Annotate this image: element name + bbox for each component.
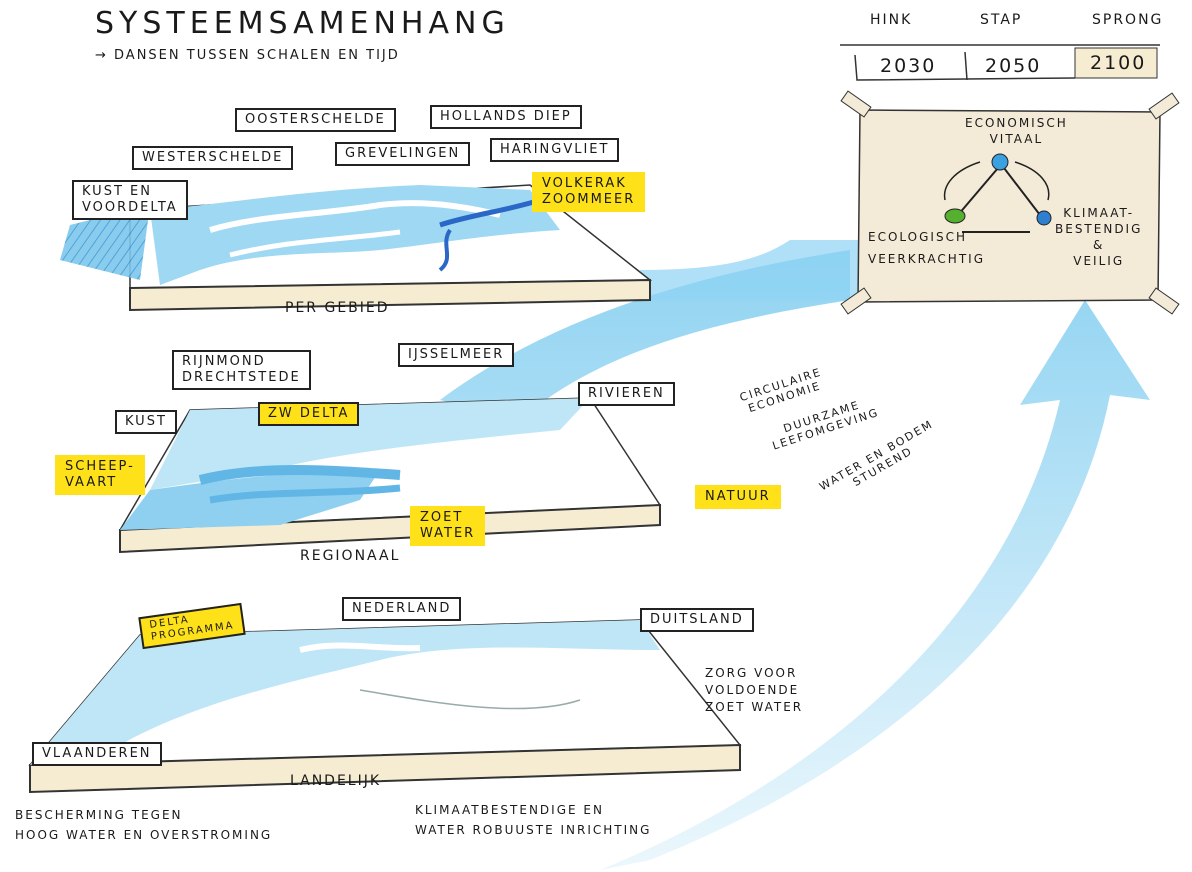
timeline-label-hink: HINK (870, 12, 913, 28)
timeline-label-sprong: SPRONG (1092, 12, 1164, 28)
label-kust: KUST (115, 410, 177, 434)
arrow-stem-to-card (640, 240, 860, 300)
national-map (28, 619, 742, 794)
timeline-year-2030: 2030 (880, 55, 937, 77)
progression-arrow (440, 250, 1150, 870)
base-label-regionaal: REGIONAAL (300, 548, 401, 564)
label-duitsland: DUITSLAND (640, 608, 754, 632)
note-zoet-water: ZORG VOOR VOLDOENDE ZOET WATER (705, 666, 804, 714)
label-ijsselmeer: IJSSELMEER (398, 343, 515, 367)
base-label-landelijk: LANDELIJK (290, 773, 382, 789)
label-hollands-diep: HOLLANDS DIEP (430, 105, 582, 129)
label-rijnmond-drechtstede: RIJNMOND DRECHTSTEDE (172, 350, 311, 390)
label-westerschelde: WESTERSCHELDE (132, 146, 294, 170)
label-zw-delta: ZW DELTA (258, 402, 360, 426)
label-haringvliet: HARINGVLIET (490, 138, 620, 162)
goal-economisch-vitaal: ECONOMISCH VITAAL (965, 116, 1068, 146)
label-rivieren: RIVIEREN (578, 382, 675, 406)
goal-ecologisch-veerkrachtig: ECOLOGISCH VEERKRACHTIG (868, 230, 985, 266)
footer-inrichting: KLIMAATBESTENDIGE EN WATER ROBUUSTE INRI… (415, 803, 652, 837)
label-oosterschelde: OOSTERSCHELDE (235, 108, 396, 132)
page-title: SYSTEEMSAMENHANG (95, 6, 510, 41)
regional-map (118, 397, 662, 554)
timeline-label-stap: STAP (980, 12, 1023, 28)
label-kust-voordelta: KUST EN VOORDELTA (72, 180, 188, 220)
page-subtitle: → DANSEN TUSSEN SCHALEN EN TIJD (95, 48, 400, 63)
label-zoet-water: ZOET WATER (410, 506, 486, 546)
area-map (60, 184, 653, 312)
goal-klimaatbestendig-veilig: KLIMAAT- BESTENDIG & VEILIG (1055, 206, 1143, 268)
footer-bescherming: BESCHERMING TEGEN HOOG WATER EN OVERSTRO… (15, 808, 273, 842)
base-label-per-gebied: PER GEBIED (285, 300, 390, 316)
goals-card-shape (840, 90, 1180, 315)
label-volkerak-zoommeer: VOLKERAK ZOOMMEER (532, 172, 646, 212)
label-grevelingen: GREVELINGEN (335, 142, 471, 166)
label-natuur: NATUUR (695, 485, 781, 509)
label-nederland: NEDERLAND (342, 597, 462, 621)
timeline-year-2050: 2050 (985, 55, 1042, 77)
label-vlaanderen: VLAANDEREN (32, 742, 162, 766)
label-scheepvaart: SCHEEP- VAART (55, 455, 145, 495)
timeline-year-2100: 2100 (1090, 52, 1147, 74)
